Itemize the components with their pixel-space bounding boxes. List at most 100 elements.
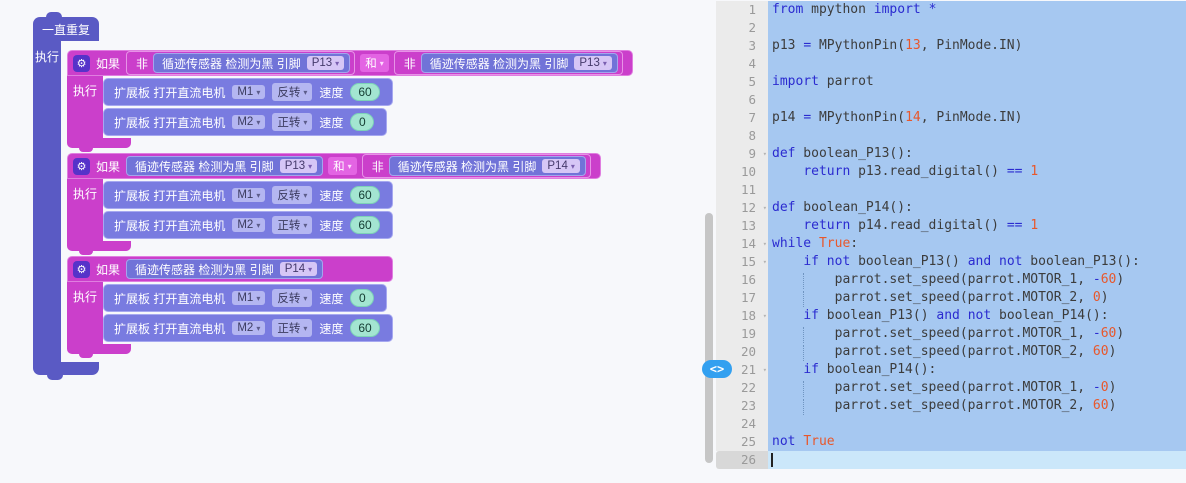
code-line[interactable]: 9▾def boolean_P13(): [716, 145, 1186, 163]
motor-block[interactable]: 扩展板 打开直流电机 M1 ▾ 反转 ▾ 速度 [103, 181, 393, 209]
motor-direction-dropdown[interactable]: 反转 ▾ [272, 289, 313, 307]
motor-direction-dropdown[interactable]: 反转 ▾ [272, 186, 313, 204]
code-line[interactable]: 18▾ if boolean_P13() and not boolean_P14… [716, 307, 1186, 325]
dropdown-caret-icon: ▾ [308, 264, 313, 274]
line-sensor-block[interactable]: 循迹传感器 检测为黑 引脚 P13 ▾ [420, 53, 618, 73]
motor-port-dropdown[interactable]: M2 ▾ [232, 115, 266, 129]
motor-direction-dropdown[interactable]: 正转 ▾ [272, 319, 313, 337]
code-line[interactable]: 6 [716, 91, 1186, 109]
if-label: 如果 [96, 262, 121, 277]
motor-port-dropdown[interactable]: M1 ▾ [232, 291, 266, 305]
line-sensor-block[interactable]: 循迹传感器 检测为黑 引脚 P14 ▾ [388, 156, 586, 176]
blocks-workspace[interactable]: 一直重复 执行 ⚙ 如果 非 [0, 0, 705, 483]
line-sensor-block[interactable]: 循迹传感器 检测为黑 引脚 P13 ▾ [126, 156, 324, 176]
speed-value[interactable]: 60 [350, 186, 380, 204]
repeat-forever-header[interactable]: 一直重复 [33, 12, 100, 41]
fold-arrow-icon[interactable]: ▾ [762, 312, 767, 320]
fold-arrow-icon[interactable]: ▾ [762, 240, 767, 248]
speed-value[interactable]: 60 [350, 216, 380, 234]
if-block-3[interactable]: ⚙ 如果 循迹传感器 检测为黑 引脚 P14 ▾ [67, 256, 393, 358]
code-line[interactable]: 15▾ if not boolean_P13() and not boolean… [716, 253, 1186, 271]
motor-block[interactable]: 扩展板 打开直流电机 M1 ▾ 反转 ▾ 速度 [103, 284, 388, 312]
fold-arrow-icon[interactable]: ▾ [762, 366, 767, 374]
code-line[interactable]: 14▾while True: [716, 235, 1186, 253]
code-text: parrot.set_speed(parrot.MOTOR_1, -60) [768, 325, 1186, 343]
fold-arrow-icon[interactable]: ▾ [762, 150, 767, 158]
indent-guide [803, 273, 804, 289]
motor-direction-dropdown[interactable]: 反转 ▾ [272, 83, 313, 101]
motor-port-dropdown[interactable]: M2 ▾ [232, 321, 266, 335]
motor-port-dropdown[interactable]: M1 ▾ [232, 85, 266, 99]
motor-label: 扩展板 打开直流电机 [114, 115, 226, 130]
fold-arrow-icon[interactable]: ▾ [762, 204, 767, 212]
code-line[interactable]: 13 return p14.read_digital() == 1 [716, 217, 1186, 235]
if-block-3-header[interactable]: ⚙ 如果 循迹传感器 检测为黑 引脚 P14 ▾ [67, 256, 393, 282]
toggle-code-icon[interactable]: <> [702, 360, 732, 378]
mutator-gear-icon[interactable]: ⚙ [73, 54, 90, 72]
code-line[interactable]: 22 parrot.set_speed(parrot.MOTOR_1, -0) [716, 379, 1186, 397]
motor-block[interactable]: 扩展板 打开直流电机 M2 ▾ 正转 ▾ 速度 [103, 314, 393, 342]
not-block[interactable]: 非 循迹传感器 检测为黑 引脚 P13 ▾ [393, 51, 623, 75]
pin-dropdown[interactable]: P13 ▾ [574, 56, 612, 70]
code-line[interactable]: 19 parrot.set_speed(parrot.MOTOR_1, -60) [716, 325, 1186, 343]
line-number: 5 [716, 73, 768, 91]
pin-dropdown[interactable]: P13 ▾ [279, 159, 318, 173]
code-line[interactable]: 17 parrot.set_speed(parrot.MOTOR_2, 0) [716, 289, 1186, 307]
speed-value[interactable]: 0 [350, 289, 375, 307]
if-block-1-header[interactable]: ⚙ 如果 非 循迹传感器 检测为黑 引脚 P13 ▾ [67, 50, 633, 76]
panel-divider-scrollbar[interactable] [705, 213, 713, 463]
if-block-2[interactable]: ⚙ 如果 循迹传感器 检测为黑 引脚 P13 ▾ [67, 153, 601, 255]
line-sensor-block[interactable]: 循迹传感器 检测为黑 引脚 P13 ▾ [153, 53, 351, 73]
code-text [768, 19, 1186, 37]
sensor-label: 循迹传感器 检测为黑 引脚 [429, 56, 569, 71]
fold-arrow-icon[interactable]: ▾ [762, 258, 767, 266]
code-line[interactable]: 4 [716, 55, 1186, 73]
motor-direction-dropdown[interactable]: 正转 ▾ [272, 113, 313, 131]
speed-value[interactable]: 60 [350, 319, 380, 337]
code-line[interactable]: 11 [716, 181, 1186, 199]
mutator-gear-icon[interactable]: ⚙ [73, 260, 90, 278]
code-line[interactable]: 2 [716, 19, 1186, 37]
repeat-forever-block[interactable]: 一直重复 执行 ⚙ 如果 非 [33, 12, 633, 380]
motor-block[interactable]: 扩展板 打开直流电机 M2 ▾ 正转 ▾ 速度 [103, 108, 388, 136]
code-line[interactable]: 21▾ if boolean_P14(): [716, 361, 1186, 379]
code-line[interactable]: 16 parrot.set_speed(parrot.MOTOR_1, -60) [716, 271, 1186, 289]
indent-guide [803, 291, 804, 307]
motor-port-dropdown[interactable]: M2 ▾ [232, 218, 266, 232]
if-label: 如果 [96, 56, 121, 71]
code-line[interactable]: 26 [716, 451, 1186, 469]
pin-dropdown[interactable]: P14 ▾ [542, 159, 580, 173]
speed-value[interactable]: 0 [350, 113, 375, 131]
line-number: 23 [716, 397, 768, 415]
pin-dropdown[interactable]: P13 ▾ [306, 56, 345, 70]
if-block-1[interactable]: ⚙ 如果 非 循迹传感器 检测为黑 引脚 P13 ▾ [67, 50, 633, 152]
pin-dropdown[interactable]: P14 ▾ [279, 262, 318, 276]
code-line[interactable]: 24 [716, 415, 1186, 433]
code-line[interactable]: 12▾def boolean_P14(): [716, 199, 1186, 217]
speed-label: 速度 [319, 85, 344, 100]
code-line[interactable]: 20 parrot.set_speed(parrot.MOTOR_2, 60) [716, 343, 1186, 361]
code-line[interactable]: 8 [716, 127, 1186, 145]
and-operator-dropdown[interactable]: 和 ▾ [328, 157, 357, 175]
not-block[interactable]: 非 循迹传感器 检测为黑 引脚 P13 ▾ [126, 51, 356, 75]
if-block-2-header[interactable]: ⚙ 如果 循迹传感器 检测为黑 引脚 P13 ▾ [67, 153, 601, 179]
and-operator-dropdown[interactable]: 和 ▾ [360, 54, 389, 72]
code-line[interactable]: 10 return p13.read_digital() == 1 [716, 163, 1186, 181]
not-block[interactable]: 非 循迹传感器 检测为黑 引脚 P14 ▾ [361, 154, 591, 178]
motor-direction-dropdown[interactable]: 正转 ▾ [272, 216, 313, 234]
motor-block[interactable]: 扩展板 打开直流电机 M2 ▾ 正转 ▾ 速度 [103, 211, 393, 239]
code-text: def boolean_P14(): [768, 199, 1186, 217]
code-text: parrot.set_speed(parrot.MOTOR_1, -60) [768, 271, 1186, 289]
mutator-gear-icon[interactable]: ⚙ [73, 157, 90, 175]
code-line[interactable]: 23 parrot.set_speed(parrot.MOTOR_2, 60) [716, 397, 1186, 415]
line-sensor-block[interactable]: 循迹传感器 检测为黑 引脚 P14 ▾ [126, 259, 324, 279]
motor-block[interactable]: 扩展板 打开直流电机 M1 ▾ 反转 ▾ 速度 [103, 78, 393, 106]
motor-port-dropdown[interactable]: M1 ▾ [232, 188, 266, 202]
speed-value[interactable]: 60 [350, 83, 380, 101]
